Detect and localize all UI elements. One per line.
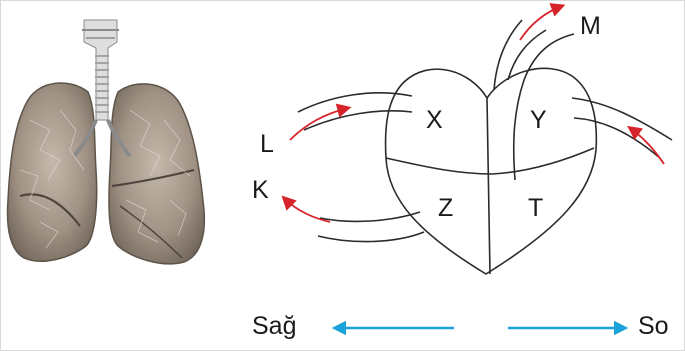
direction-label-right: Sağ	[252, 312, 297, 340]
flow-arrow-k	[281, 195, 331, 223]
flow-arrow-l	[289, 103, 352, 141]
label-x: X	[426, 106, 443, 134]
flow-arrow-m	[519, 3, 566, 41]
label-m: M	[580, 12, 601, 40]
interventricular-septum	[486, 97, 491, 275]
label-k: K	[252, 176, 269, 204]
flow-arrow-right-vein	[627, 125, 665, 165]
heart-icon	[297, 19, 673, 275]
label-z: Z	[438, 194, 454, 222]
heart-outline	[384, 67, 598, 275]
lung-right	[108, 83, 206, 265]
lungs-icon	[6, 19, 206, 265]
flow-arrows	[281, 3, 665, 223]
label-l: L	[260, 130, 274, 158]
label-t: T	[528, 194, 544, 222]
lung-left	[6, 82, 98, 262]
label-y: Y	[530, 106, 547, 134]
direction-label-left: So	[638, 312, 669, 340]
atrioventricular-septum	[385, 147, 595, 175]
trachea	[82, 19, 119, 121]
